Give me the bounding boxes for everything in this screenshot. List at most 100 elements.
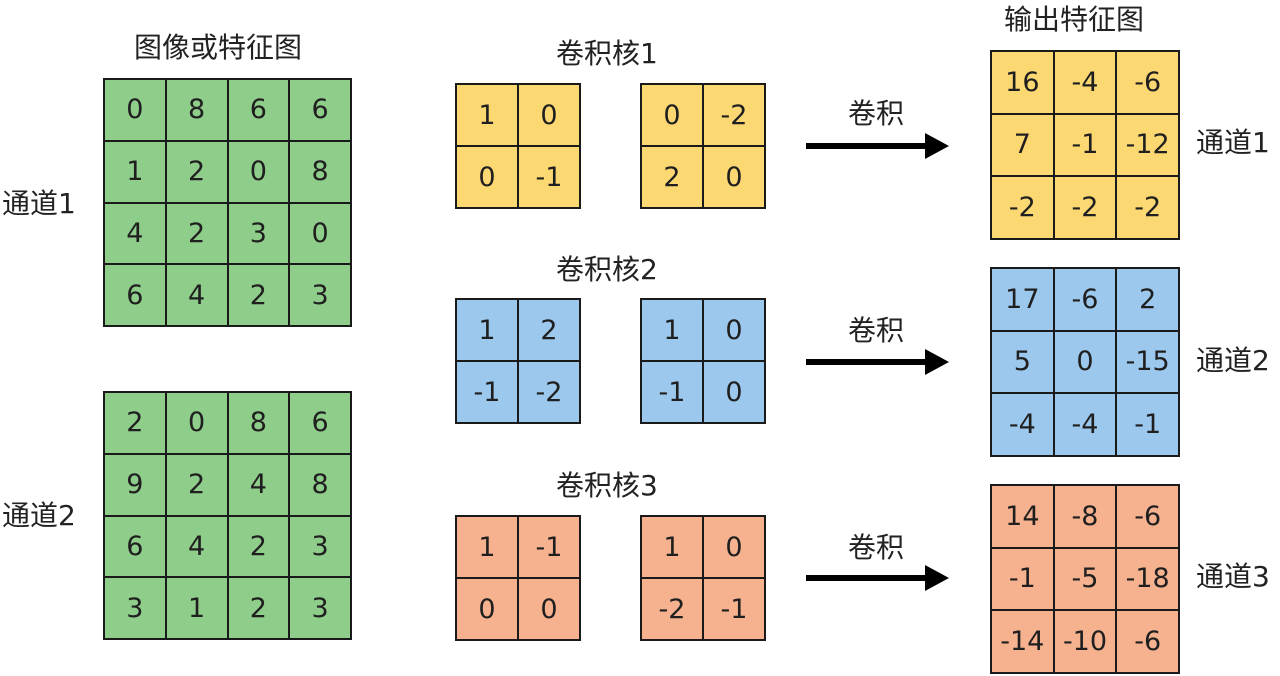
matrix-cell: -12	[1117, 114, 1178, 176]
matrix-cell: 4	[166, 516, 227, 577]
matrix-cell: 3	[290, 578, 350, 638]
matrix-cell: -2	[519, 362, 579, 422]
matrix-cell: -4	[992, 394, 1053, 455]
matrix-cell: 1	[642, 300, 702, 360]
matrix-cell: 0	[457, 147, 517, 207]
conv-label-2: 卷积	[848, 314, 905, 347]
matrix-cell: 0	[457, 579, 517, 639]
matrix-cell: 2	[228, 516, 289, 577]
matrix-cell: 3	[290, 516, 350, 577]
matrix-cell: 2	[166, 454, 227, 515]
matrix-cell: -2	[1117, 177, 1178, 238]
matrix-cell: 6	[105, 516, 165, 577]
matrix-cell: 1	[105, 141, 165, 202]
matrix-cell: 17	[992, 269, 1053, 330]
matrix-cell: 16	[992, 52, 1053, 113]
kernel-2-title: 卷积核2	[556, 253, 658, 286]
matrix-cell: -2	[1054, 177, 1116, 238]
matrix-cell: 7	[992, 114, 1053, 176]
matrix-cell: 6	[290, 80, 350, 140]
matrix-cell: 0	[166, 393, 227, 453]
matrix-cell: 0	[642, 85, 702, 145]
matrix-cell: 6	[105, 265, 165, 325]
matrix-cell: 2	[228, 265, 289, 325]
output-channel-1-label: 通道1	[1196, 126, 1270, 159]
matrix-cell: -1	[992, 548, 1053, 610]
matrix-cell: 1	[166, 578, 227, 638]
matrix-cell: -2	[992, 177, 1053, 238]
matrix-cell: -15	[1117, 331, 1178, 393]
matrix-cell: 0	[704, 147, 764, 207]
matrix-cell: 1	[457, 517, 517, 577]
matrix-cell: -4	[1054, 52, 1116, 113]
matrix-cell: 1	[457, 300, 517, 360]
matrix-cell: -18	[1117, 548, 1178, 610]
output-channel-2-label: 通道2	[1196, 344, 1270, 377]
output-map-3: 14-8-6-1-5-18-14-10-6	[990, 484, 1180, 674]
matrix-cell: 6	[290, 393, 350, 453]
matrix-cell: 2	[519, 300, 579, 360]
matrix-cell: -4	[1054, 394, 1116, 455]
matrix-cell: -1	[519, 517, 579, 577]
matrix-cell: 5	[992, 331, 1053, 393]
matrix-cell: -1	[1117, 394, 1178, 455]
matrix-cell: 3	[290, 265, 350, 325]
input-title: 图像或特征图	[134, 31, 303, 64]
matrix-cell: -1	[704, 579, 764, 639]
arrow-1	[806, 133, 949, 159]
input-channel-2-label: 通道2	[2, 499, 76, 532]
matrix-cell: 2	[228, 578, 289, 638]
matrix-cell: 0	[704, 300, 764, 360]
arrow-3	[806, 565, 949, 591]
matrix-cell: 4	[228, 454, 289, 515]
matrix-cell: 14	[992, 486, 1053, 547]
output-channel-3-label: 通道3	[1196, 560, 1270, 593]
conv-label-3: 卷积	[848, 531, 905, 564]
matrix-cell: -6	[1117, 486, 1178, 547]
matrix-cell: -6	[1054, 269, 1116, 330]
matrix-cell: -2	[704, 85, 764, 145]
matrix-cell: 1	[457, 85, 517, 145]
matrix-cell: 2	[166, 141, 227, 202]
matrix-cell: 4	[105, 203, 165, 264]
matrix-cell: -6	[1117, 611, 1178, 672]
matrix-cell: 0	[228, 141, 289, 202]
kernel-3-title: 卷积核3	[556, 469, 658, 502]
matrix-cell: 4	[166, 265, 227, 325]
matrix-cell: 9	[105, 454, 165, 515]
matrix-cell: 8	[228, 393, 289, 453]
matrix-cell: -10	[1054, 611, 1116, 672]
matrix-cell: -1	[642, 362, 702, 422]
matrix-cell: 0	[704, 362, 764, 422]
matrix-cell: 2	[1117, 269, 1178, 330]
matrix-cell: 8	[290, 141, 350, 202]
matrix-cell: 0	[519, 579, 579, 639]
matrix-cell: 0	[290, 203, 350, 264]
matrix-cell: -8	[1054, 486, 1116, 547]
matrix-cell: 3	[105, 578, 165, 638]
matrix-cell: 0	[105, 80, 165, 140]
conv-label-1: 卷积	[848, 97, 905, 130]
matrix-cell: 0	[704, 517, 764, 577]
matrix-cell: 2	[642, 147, 702, 207]
matrix-cell: -1	[519, 147, 579, 207]
matrix-cell: -2	[642, 579, 702, 639]
matrix-cell: 0	[1054, 331, 1116, 393]
matrix-cell: 8	[166, 80, 227, 140]
matrix-cell: 8	[290, 454, 350, 515]
matrix-cell: 2	[166, 203, 227, 264]
matrix-cell: 2	[105, 393, 165, 453]
matrix-cell: -14	[992, 611, 1053, 672]
arrow-2	[806, 349, 949, 375]
output-title: 输出特征图	[1004, 3, 1145, 36]
